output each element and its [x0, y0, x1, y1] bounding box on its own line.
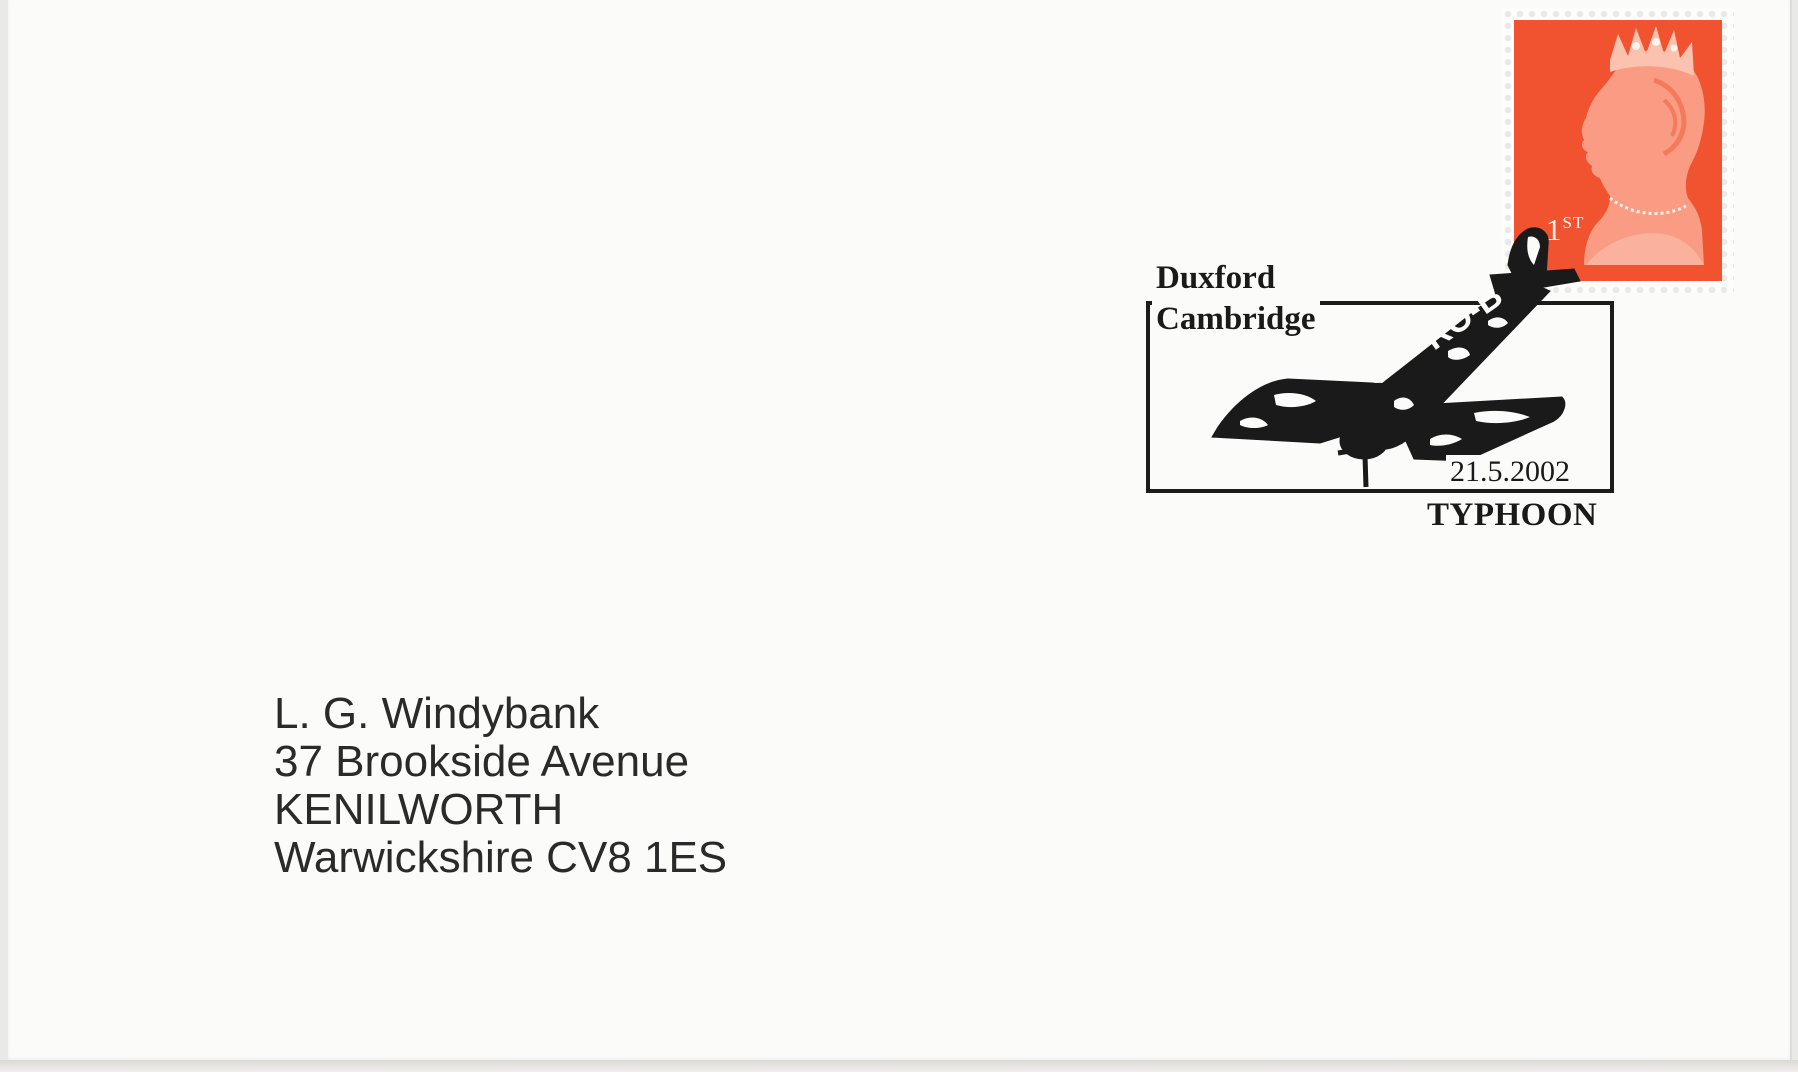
queen-profile-icon	[1581, 26, 1705, 265]
postmark-caption: TYPHOON	[1423, 497, 1602, 534]
postmark-frame	[1146, 301, 1614, 493]
envelope: 1ST	[8, 0, 1792, 1062]
stamp-denomination: 1ST	[1546, 212, 1585, 247]
recipient-county-postcode: Warwickshire CV8 1ES	[274, 833, 728, 882]
postmark-county: Cambridge	[1152, 301, 1320, 338]
recipient-address: L. G. Windybank 37 Brookside Avenue KENI…	[274, 690, 727, 882]
recipient-town: KENILWORTH	[274, 785, 564, 834]
typhoon-aircraft-icon: RO-B	[1211, 227, 1581, 488]
postmark-cancellation: RO-B Duxford Cambridge 21.5.2002 TYPHOON	[1138, 225, 1618, 545]
envelope-bottom-edge	[0, 1060, 1798, 1072]
stamp-face: 1ST	[1514, 20, 1722, 281]
postmark-town: Duxford	[1156, 260, 1276, 296]
recipient-street: 37 Brookside Avenue	[274, 737, 690, 786]
postage-stamp: 1ST	[1502, 8, 1734, 293]
recipient-name: L. G. Windybank	[274, 689, 600, 738]
postmark-date: 21.5.2002	[1446, 455, 1574, 489]
